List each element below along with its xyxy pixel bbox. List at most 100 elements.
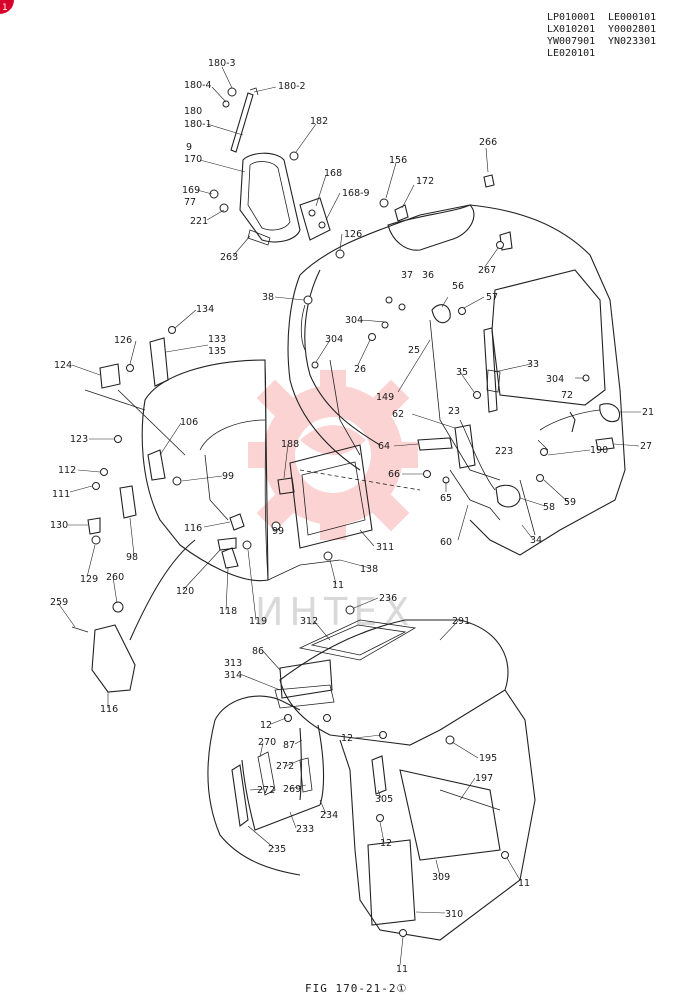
- callout-label: 309: [432, 872, 450, 883]
- callout-label: 26: [354, 364, 366, 375]
- callout-label: 170: [184, 154, 202, 165]
- callout-label: 304: [546, 374, 564, 385]
- callout-label: 182: [310, 116, 328, 127]
- callout-label: 21: [642, 407, 654, 418]
- callout-label: 305: [375, 794, 393, 805]
- callout-label: 124: [54, 360, 72, 371]
- serial-text: LE000101: [608, 12, 656, 23]
- callout-label: 169: [182, 185, 200, 196]
- callout-label: 64: [378, 441, 390, 452]
- callout-label: 86: [252, 646, 264, 657]
- callout-label: 130: [50, 520, 68, 531]
- wiper-and-frame: [209, 87, 345, 259]
- callout-label: 116: [100, 704, 118, 715]
- callout-label: 221: [190, 216, 208, 227]
- callout-label: 66: [388, 469, 400, 480]
- callout-label: 99: [222, 471, 234, 482]
- callout-label: 58: [543, 502, 555, 513]
- callout-label: 56: [452, 281, 464, 292]
- callout-label: 135: [208, 346, 226, 357]
- leader-lines: [57, 66, 641, 966]
- callout-label: 266: [479, 137, 497, 148]
- callout-label: 263: [220, 252, 238, 263]
- corner-badge: 1: [0, 0, 14, 14]
- callout-label: 35: [456, 367, 468, 378]
- callout-label: 38: [262, 292, 274, 303]
- callout-label: 129: [80, 574, 98, 585]
- callout-label: 27: [640, 441, 652, 452]
- callout-label: 190: [590, 445, 608, 456]
- callout-label: 180-2: [278, 81, 306, 92]
- callout-label: 134: [196, 304, 214, 315]
- serial-text: LX010201: [547, 24, 595, 35]
- callout-label: 62: [392, 409, 404, 420]
- callout-label: 188: [281, 439, 299, 450]
- callout-label: 291: [452, 616, 470, 627]
- callout-label: 236: [379, 593, 397, 604]
- callout-label: 133: [208, 334, 226, 345]
- callout-label: 87: [283, 740, 295, 751]
- callout-label: 111: [52, 489, 70, 500]
- cab-upper-shell: [287, 204, 626, 556]
- callout-label: 180-1: [184, 119, 212, 130]
- callout-label: 77: [184, 197, 196, 208]
- callout-label: 23: [448, 406, 460, 417]
- callout-labels: 180-3 180-4 180-2 180 180-1 182 9 170 16…: [50, 58, 654, 975]
- callout-label: 118: [219, 606, 237, 617]
- watermark-logo: [248, 370, 418, 540]
- callout-label: 272: [276, 761, 294, 772]
- serial-text: YW007901: [547, 36, 595, 47]
- callout-label: 99: [272, 526, 284, 537]
- serial-text: LP010001: [547, 12, 595, 23]
- callout-label: 119: [249, 616, 267, 627]
- callout-label: 168-9: [342, 188, 370, 199]
- side-panel: [71, 326, 373, 693]
- watermark-text: ИНТЕХ: [255, 590, 415, 634]
- callout-label: 138: [360, 564, 378, 575]
- callout-label: 310: [445, 909, 463, 920]
- figure-caption: FIG 170-21-2①: [305, 982, 407, 995]
- callout-label: 311: [376, 542, 394, 553]
- callout-label: 34: [530, 535, 542, 546]
- callout-label: 156: [389, 155, 407, 166]
- callout-label: 11: [518, 878, 530, 889]
- callout-label: 9: [186, 142, 192, 153]
- serial-number-block: LP010001 LE000101 LX010201 Y0002801 YW00…: [547, 12, 656, 59]
- callout-label: 37: [401, 270, 413, 281]
- callout-label: 314: [224, 670, 242, 681]
- callout-label: 60: [440, 537, 452, 548]
- callout-label: 106: [180, 417, 198, 428]
- callout-label: 304: [325, 334, 343, 345]
- callout-label: 65: [440, 493, 452, 504]
- callout-label: 267: [478, 265, 496, 276]
- callout-label: 313: [224, 658, 242, 669]
- callout-label: 126: [114, 335, 132, 346]
- callout-label: 223: [495, 446, 513, 457]
- callout-label: 25: [408, 345, 420, 356]
- callout-label: 304: [345, 315, 363, 326]
- callout-label: 12: [260, 720, 272, 731]
- callout-label: 312: [300, 616, 318, 627]
- callout-label: 11: [396, 964, 408, 975]
- callout-label: 272: [257, 785, 275, 796]
- serial-text: Y0002801: [608, 24, 656, 35]
- callout-label: 36: [422, 270, 434, 281]
- callout-label: 112: [58, 465, 76, 476]
- callout-label: 260: [106, 572, 124, 583]
- callout-label: 72: [561, 390, 573, 401]
- callout-label: 168: [324, 168, 342, 179]
- callout-label: 180: [184, 106, 202, 117]
- callout-label: 98: [126, 552, 138, 563]
- callout-label: 12: [380, 838, 392, 849]
- callout-label: 180-3: [208, 58, 236, 69]
- callout-label: 180-4: [184, 80, 212, 91]
- callout-label: 33: [527, 359, 539, 370]
- callout-label: 57: [486, 292, 498, 303]
- callout-label: 126: [344, 229, 362, 240]
- callout-label: 269: [283, 784, 301, 795]
- callout-label: 12: [341, 733, 353, 744]
- callout-label: 11: [332, 580, 344, 591]
- upper-small-parts: [300, 174, 620, 536]
- serial-text: YN023301: [608, 36, 656, 47]
